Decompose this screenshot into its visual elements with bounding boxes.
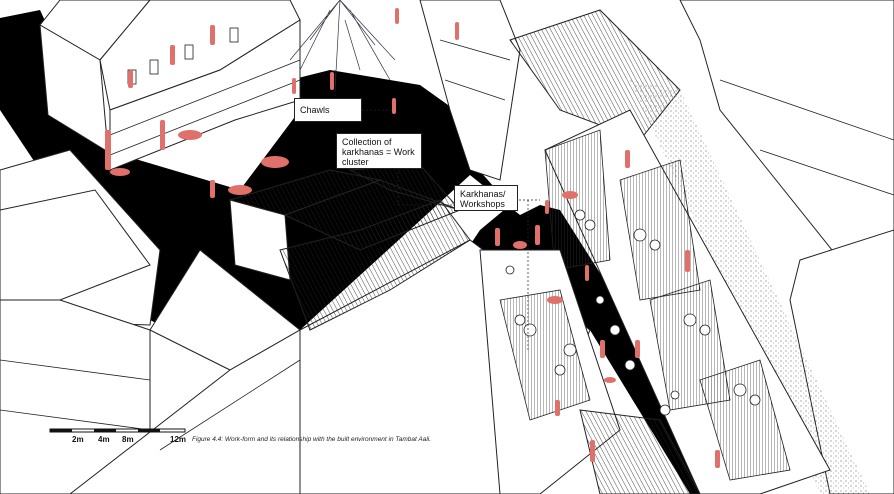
dotted-ground-strip [630,80,870,494]
people-figures [105,8,720,468]
figure-caption: Figure 4.4: Work-form and its relationsh… [192,436,432,443]
scale-tick-2m: 2m [72,435,84,444]
tree-foliage [289,0,396,91]
building-left-tall [39,0,301,176]
stock-pots [505,209,761,416]
scale-tick-8m: 8m [122,435,134,444]
leader-lines [334,70,540,350]
label-work-cluster: Collection of karkhanas = Work cluster [336,133,422,169]
label-chawls: Chawls [294,98,362,122]
building-left-lower [0,149,161,494]
scale-tick-12m: 12m [170,435,187,444]
scale-bar [49,428,186,433]
scale-tick-4m: 4m [98,435,110,444]
building-right [419,0,894,494]
label-workshops: Karkhanas/ Workshops [454,185,518,211]
